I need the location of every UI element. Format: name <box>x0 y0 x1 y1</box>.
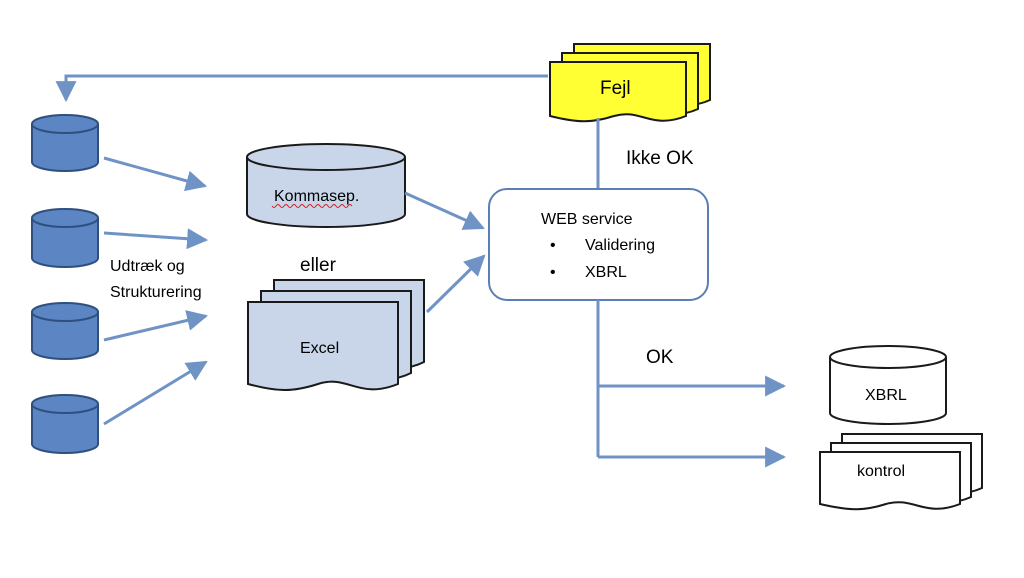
ok-label: OK <box>646 347 674 368</box>
arrow-csv-to-service <box>404 191 485 230</box>
source-database-1 <box>31 114 99 172</box>
xbrl-cylinder <box>829 345 947 425</box>
extraction-label-line2: Strukturering <box>110 284 202 301</box>
web-service-title: WEB service <box>541 211 633 228</box>
service-item-xbrl: XBRL <box>585 264 627 281</box>
arrow-source-2 <box>103 228 209 250</box>
source-database-2 <box>31 208 99 268</box>
bullet-icon-2: • <box>550 264 556 281</box>
source-database-4 <box>31 394 99 454</box>
source-database-3 <box>31 302 99 360</box>
csv-file-cylinder <box>246 143 406 228</box>
arrow-source-1 <box>103 156 208 192</box>
error-documents <box>549 43 711 123</box>
service-item-validering: Validering <box>585 237 655 254</box>
spellcheck-underline <box>271 204 353 208</box>
excel-documents <box>247 279 425 391</box>
or-label: eller <box>300 255 337 276</box>
extraction-label-line1: Udtræk og <box>110 258 185 275</box>
xbrl-output-label: XBRL <box>865 387 907 404</box>
csv-label: Kommasep. <box>274 188 359 205</box>
arrow-error-feedback <box>55 74 548 103</box>
control-documents <box>819 433 983 511</box>
arrow-source-4 <box>103 360 208 426</box>
control-label: kontrol <box>857 463 905 480</box>
not-ok-label: Ikke OK <box>626 148 694 169</box>
bullet-icon-1: • <box>550 237 556 254</box>
excel-label: Excel <box>300 340 339 357</box>
arrow-source-3 <box>103 310 209 342</box>
arrow-excel-to-service <box>425 254 486 314</box>
error-label: Fejl <box>600 78 631 99</box>
